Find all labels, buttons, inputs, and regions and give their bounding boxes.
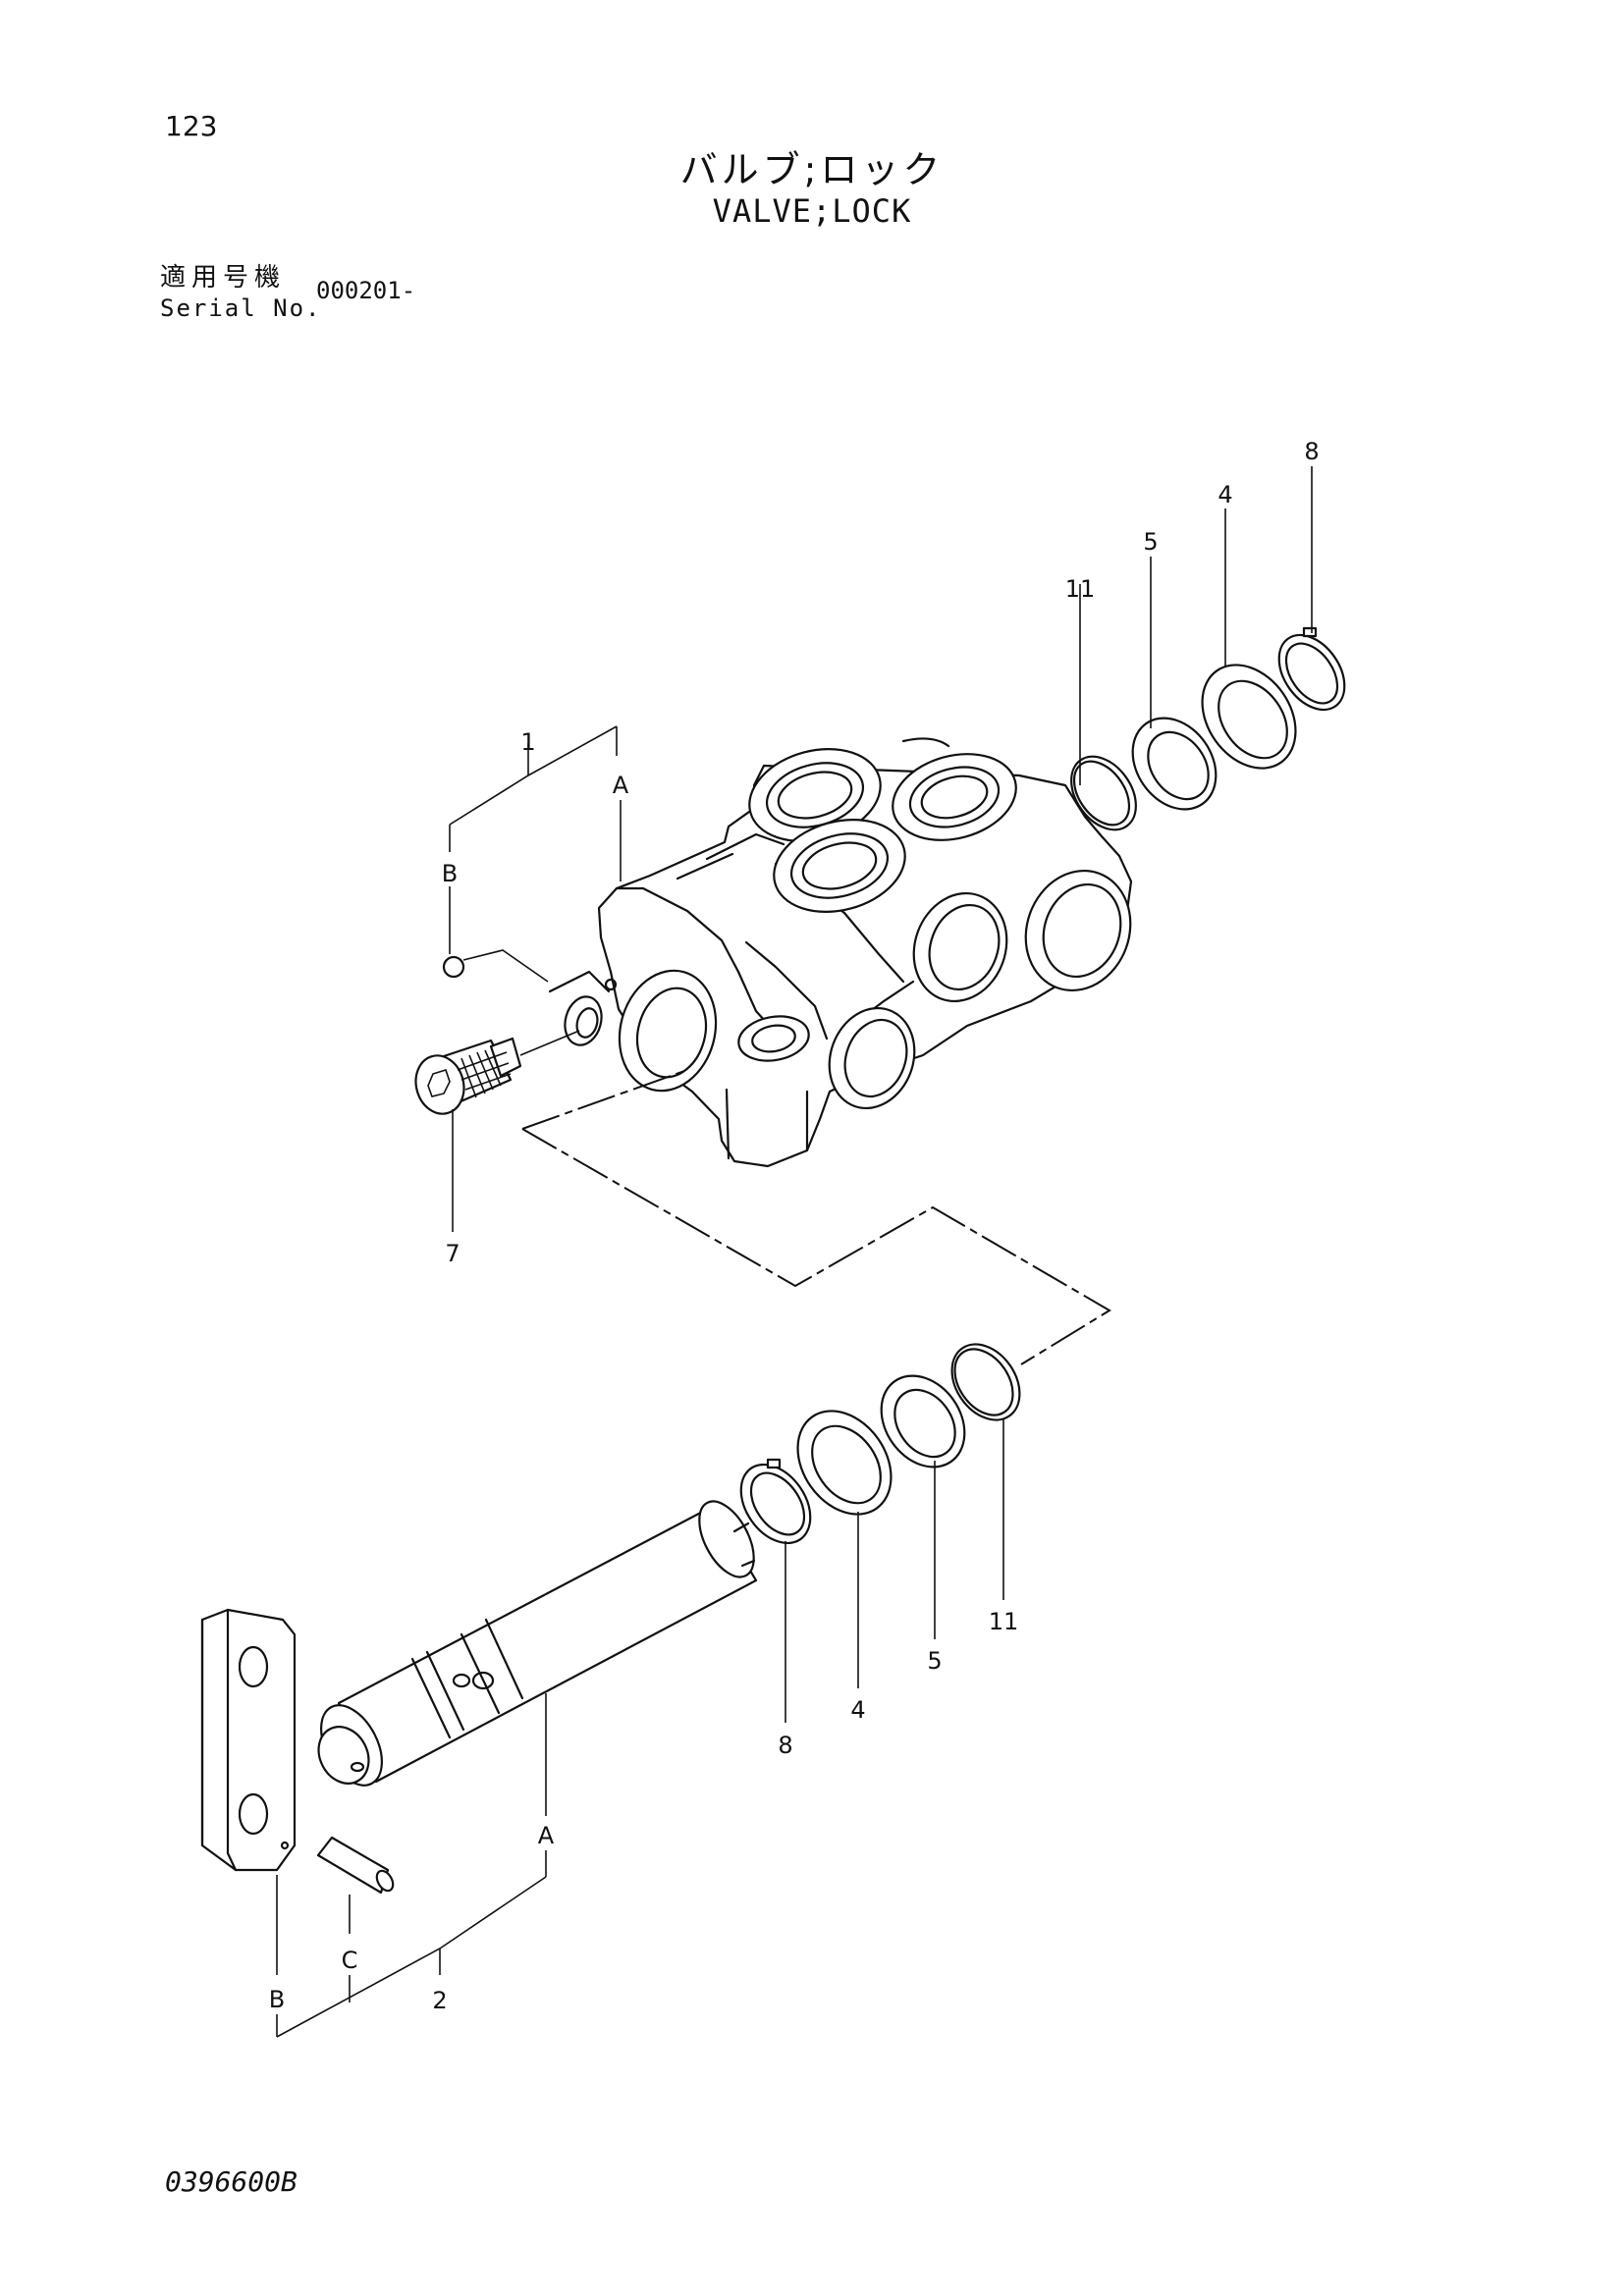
- callout-lower-c: C: [342, 1947, 358, 1974]
- callout-upper-4: 4: [1218, 481, 1232, 508]
- plug-7-drawing: [414, 1030, 580, 1115]
- callout-upper-a: A: [613, 772, 629, 799]
- callout-upper-5: 5: [1143, 528, 1158, 556]
- callout-upper-8: 8: [1304, 438, 1319, 465]
- lever-plate-drawing: [200, 1608, 297, 1872]
- serial-range: 000201-: [316, 277, 416, 304]
- serial-label-english: Serial No.: [160, 294, 322, 322]
- callout-lower-b: B: [269, 1986, 285, 2013]
- serial-label-japanese: 適用号機: [160, 263, 287, 293]
- upper-backup-ring-5: [1131, 717, 1218, 811]
- pin-c-drawing: [316, 1836, 395, 1895]
- upper-washer-4: [1201, 664, 1297, 770]
- drawing-code: 0396600B: [165, 2165, 298, 2198]
- lower-backup-ring-5: [880, 1374, 966, 1468]
- callout-lower-a: A: [538, 1822, 555, 1849]
- spool-drawing: [317, 1500, 758, 1787]
- callout-upper-7: 7: [445, 1240, 460, 1267]
- valve-body-drawing: [548, 737, 1133, 1168]
- lower-washer-4: [796, 1410, 893, 1516]
- callout-upper-11: 11: [1065, 575, 1096, 603]
- lower-o-ring-11: [950, 1343, 1021, 1421]
- callout-lower-5: 5: [927, 1647, 942, 1675]
- callout-lower-4: 4: [850, 1696, 865, 1724]
- callout-upper-1: 1: [520, 728, 535, 756]
- page-title-japanese: バルブ;ロック: [679, 148, 945, 191]
- callout-lower-8: 8: [778, 1732, 792, 1759]
- page-title-english: VALVE;LOCK: [712, 192, 912, 230]
- upper-seal-set-drawing: [1070, 626, 1346, 831]
- callout-lower-11: 11: [989, 1608, 1019, 1635]
- upper-snap-ring-8: [1277, 633, 1346, 712]
- lower-snap-ring-8: [739, 1463, 812, 1545]
- page-number: 123: [165, 110, 218, 142]
- callout-lower-2: 2: [432, 1987, 447, 2014]
- callout-upper-b: B: [442, 860, 458, 887]
- lower-seal-set-drawing: [739, 1343, 1021, 1545]
